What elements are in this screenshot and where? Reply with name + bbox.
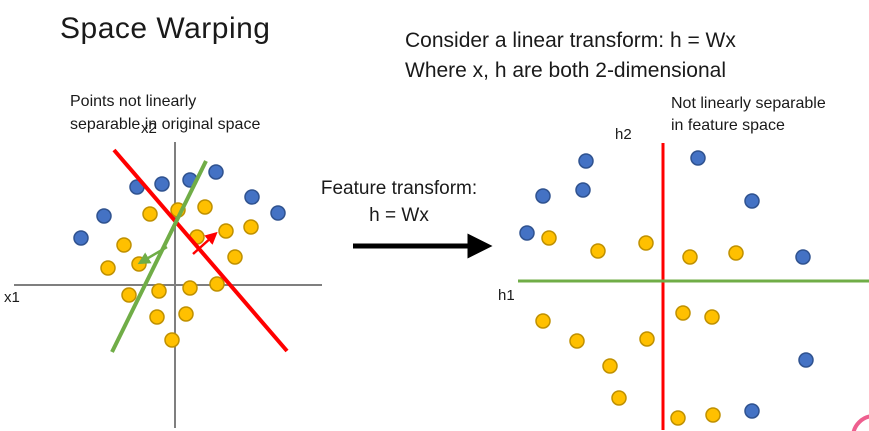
right-plot-y-axis-label: h2 [615, 126, 632, 143]
yellow-dot [142, 206, 158, 222]
yellow-dot [638, 235, 654, 251]
red-separator-line [112, 148, 289, 353]
green-normal-arrow [137, 245, 168, 265]
left-plot-caption-line1: Points not linearly [70, 93, 197, 110]
left-plot-caption-line2: separable in original space [70, 116, 261, 133]
webcam-bubble [851, 414, 869, 431]
feature-transform-label-line1: Feature transform: [320, 178, 478, 199]
feature-transform-label-line2: h = Wx [369, 205, 429, 226]
blue-dot [535, 188, 551, 204]
right-plot-caption: Not linearly separable in feature space [671, 93, 826, 137]
yellow-dot [149, 309, 165, 325]
yellow-dot [611, 390, 627, 406]
left-plot-x-axis-label: x1 [4, 289, 20, 306]
yellow-dot [218, 223, 234, 239]
yellow-dot [602, 358, 618, 374]
yellow-dot [178, 306, 194, 322]
blue-dot [154, 176, 170, 192]
linear-transform-note: Consider a linear transform: h = Wx Wher… [405, 26, 736, 86]
yellow-dot [121, 287, 137, 303]
yellow-dot [535, 313, 551, 329]
blue-dot [244, 189, 260, 205]
blue-dot [744, 403, 760, 419]
blue-dot [208, 164, 224, 180]
blue-dot [519, 225, 535, 241]
left-plot-caption: Points not linearly separable in origina… [70, 90, 260, 136]
yellow-dot [227, 249, 243, 265]
red-normal-arrow [192, 231, 218, 255]
yellow-dot [639, 331, 655, 347]
yellow-dot [209, 276, 225, 292]
blue-dot [795, 249, 811, 265]
yellow-dot [182, 280, 198, 296]
right-plot-caption-line1: Not linearly separable [671, 95, 826, 112]
right-plot-x-axis-label: h1 [498, 287, 515, 304]
green-separator-line [110, 160, 208, 353]
feature-transform-label: Feature transform: h = Wx [313, 175, 485, 229]
yellow-dot [728, 245, 744, 261]
linear-transform-note-line2: Where x, h are both 2-dimensional [405, 59, 726, 82]
yellow-dot [590, 243, 606, 259]
yellow-dot [151, 283, 167, 299]
linear-transform-note-line1: Consider a linear transform: h = Wx [405, 29, 736, 52]
yellow-dot [670, 410, 686, 426]
yellow-dot [705, 407, 721, 423]
blue-dot [690, 150, 706, 166]
yellow-dot [682, 249, 698, 265]
blue-dot [575, 182, 591, 198]
yellow-dot [569, 333, 585, 349]
right-plot-caption-line2: in feature space [671, 117, 785, 134]
blue-dot [96, 208, 112, 224]
page-title: Space Warping [60, 12, 271, 45]
blue-dot [270, 205, 286, 221]
yellow-dot [541, 230, 557, 246]
blue-dot [73, 230, 89, 246]
blue-dot [578, 153, 594, 169]
yellow-dot [197, 199, 213, 215]
yellow-dot [164, 332, 180, 348]
left-plot-y-axis-label: x2 [141, 120, 157, 137]
yellow-dot [704, 309, 720, 325]
yellow-dot [116, 237, 132, 253]
blue-dot [798, 352, 814, 368]
blue-dot [744, 193, 760, 209]
yellow-dot [243, 219, 259, 235]
yellow-dot [100, 260, 116, 276]
yellow-dot [675, 305, 691, 321]
